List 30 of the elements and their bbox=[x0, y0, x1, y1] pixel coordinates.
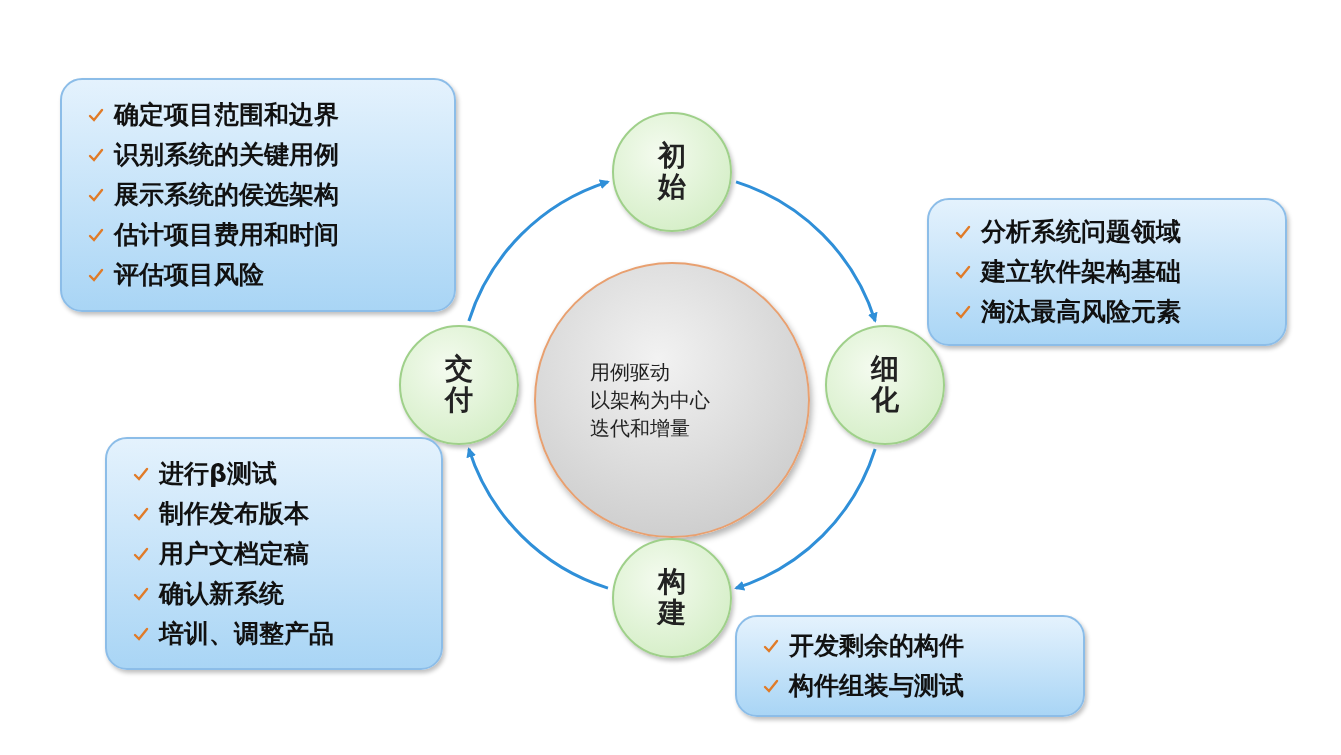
phase-label: 初始 bbox=[658, 141, 686, 203]
task-text: 构件组装与测试 bbox=[789, 670, 964, 702]
task-text: 培训、调整产品 bbox=[159, 617, 334, 650]
phase-label: 构建 bbox=[658, 567, 686, 629]
principle-text: 用例驱动 bbox=[590, 359, 671, 386]
task-text: 进行β测试 bbox=[159, 457, 277, 490]
task-text: 用户文档定稿 bbox=[159, 537, 309, 570]
arrow bbox=[734, 448, 877, 590]
principle-text: 迭代和增量 bbox=[590, 415, 691, 442]
task-list-box bbox=[927, 198, 1287, 346]
phase-label: 交付 bbox=[445, 354, 473, 416]
task-text: 确定项目范围和边界 bbox=[114, 99, 339, 131]
task-text: 开发剩余的构件 bbox=[789, 630, 964, 662]
phase-label: 细化 bbox=[871, 354, 899, 416]
task-list-box bbox=[105, 437, 443, 670]
task-text: 识别系统的关键用例 bbox=[114, 139, 339, 171]
task-text: 确认新系统 bbox=[159, 577, 284, 610]
task-text: 制作发布版本 bbox=[159, 497, 309, 530]
task-text: 淘汰最高风险元素 bbox=[981, 296, 1181, 328]
principle-text: 以架构为中心 bbox=[590, 387, 711, 414]
task-text: 评估项目风险 bbox=[114, 259, 264, 291]
task-text: 估计项目费用和时间 bbox=[114, 219, 339, 251]
arrow bbox=[735, 180, 877, 323]
arrow bbox=[467, 180, 610, 322]
task-text: 分析系统问题领域 bbox=[981, 216, 1181, 248]
arrow bbox=[467, 447, 609, 590]
task-list-box bbox=[735, 615, 1085, 717]
task-list-box bbox=[60, 78, 456, 312]
task-text: 建立软件架构基础 bbox=[981, 256, 1181, 288]
task-text: 展示系统的侯选架构 bbox=[114, 179, 339, 211]
